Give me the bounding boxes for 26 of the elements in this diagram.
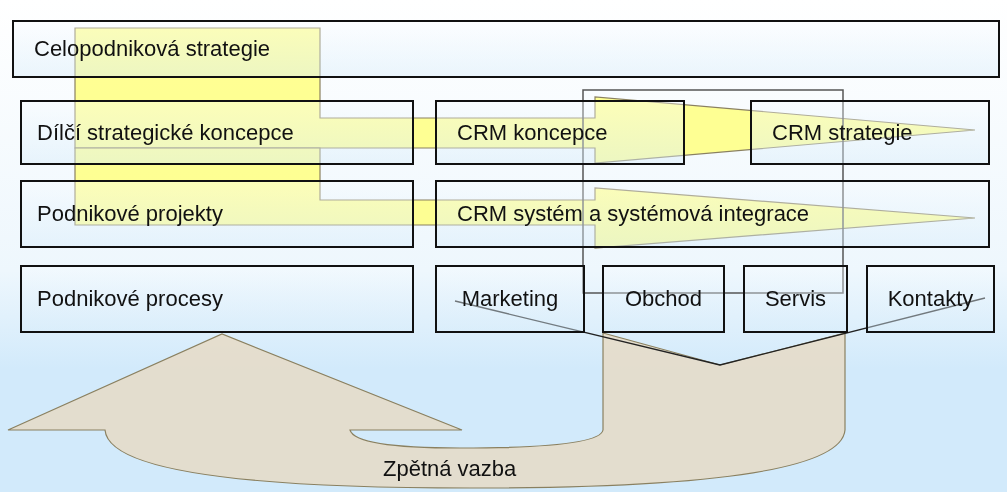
box-label: Servis <box>764 286 827 312</box>
text-box <box>20 100 414 165</box>
box-label: CRM systém a systémová integrace <box>457 201 810 227</box>
text-box <box>750 100 990 165</box>
box-label: Podnikové projekty <box>37 201 223 227</box>
box-label: Celopodniková strategie <box>34 36 271 62</box>
text-box <box>435 265 585 333</box>
text-box <box>435 100 685 165</box>
box-label: Podnikové procesy <box>37 286 223 312</box>
edge-label: Zpětná vazba <box>383 456 517 482</box>
text-box <box>435 180 990 248</box>
text-box <box>20 180 414 248</box>
box-label: CRM koncepce <box>457 119 608 146</box>
box-label: Marketing <box>461 286 559 312</box>
text-box <box>866 265 995 333</box>
flow-arrow <box>74 147 976 249</box>
text-box <box>602 265 725 333</box>
box-label: Dílčí strategické koncepce <box>37 119 294 146</box>
box-label: CRM strategie <box>772 119 913 146</box>
flow-arrow <box>74 27 976 164</box>
text-box <box>12 20 1000 78</box>
flow-arrow <box>7 332 846 489</box>
box-label: Kontakty <box>887 286 974 312</box>
text-box <box>743 265 848 333</box>
box-label: Obchod <box>624 286 703 312</box>
text-box <box>20 265 414 333</box>
